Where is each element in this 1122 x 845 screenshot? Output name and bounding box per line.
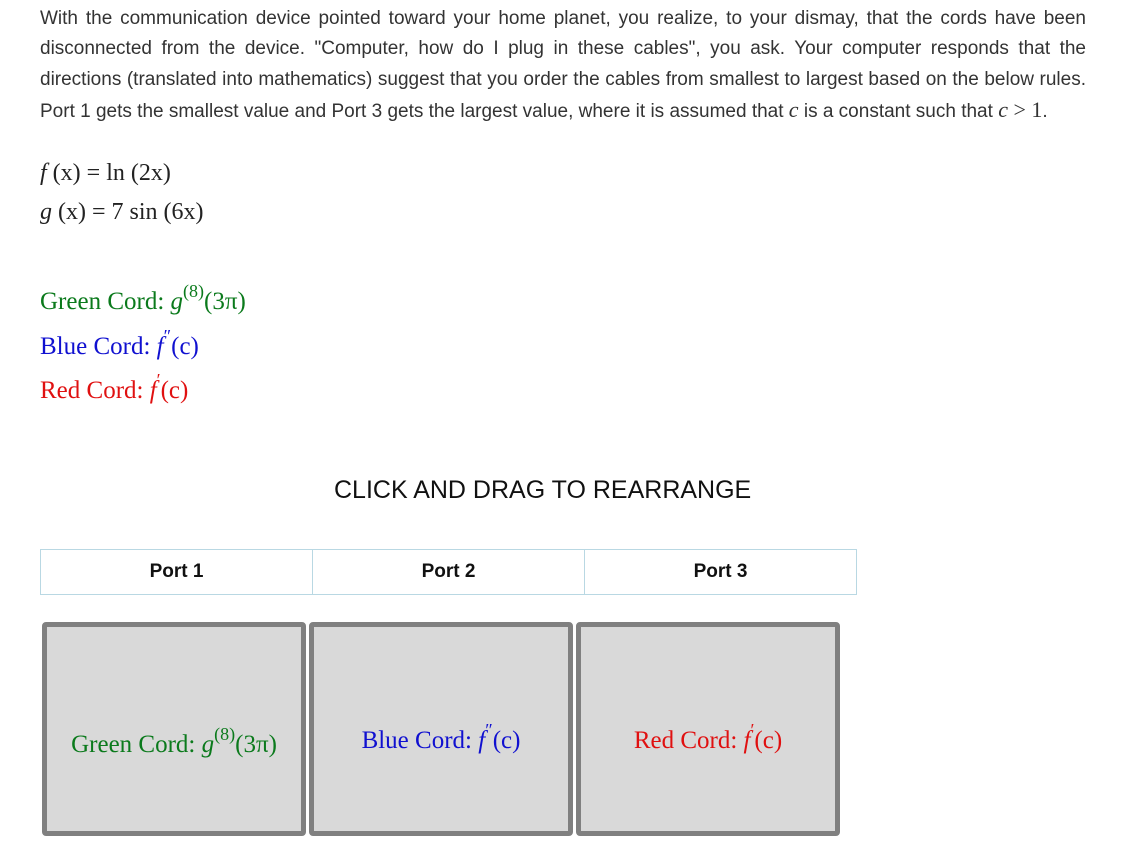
tile-label: Blue Cord: f″(c)	[314, 721, 568, 755]
port-header-table: Port 1 Port 2 Port 3	[40, 549, 857, 595]
tile-label-arg: (c)	[754, 727, 783, 754]
tile-label: Red Cord: f′(c)	[581, 721, 835, 755]
port-1-header: Port 1	[40, 549, 313, 595]
green-cord-fn: g	[170, 288, 184, 315]
tile-label-fn: f	[743, 727, 751, 754]
green-cord-label: Green Cord:	[40, 288, 171, 315]
problem-text: With the communication device pointed to…	[40, 8, 1086, 123]
tile-label-text: Green Cord:	[71, 731, 202, 758]
draggable-tile-green-cord[interactable]: Green Cord: g(8)(3π)	[42, 622, 306, 836]
blue-cord-label: Blue Cord:	[40, 333, 157, 360]
problem-text-middle: is a constant such that	[798, 101, 999, 123]
red-cord-fn: f	[149, 377, 157, 404]
tile-label: Green Cord: g(8)(3π)	[47, 725, 301, 759]
blue-cord-definition: Blue Cord: f″(c)	[40, 327, 199, 361]
tile-label-text: Red Cord:	[633, 727, 744, 754]
drag-instruction: CLICK AND DRAG TO REARRANGE	[334, 476, 752, 504]
tile-label-order: ′	[750, 719, 755, 740]
blue-cord-order: ″	[163, 325, 172, 346]
red-cord-arg: (c)	[160, 377, 189, 404]
equation-g-body: (x) = 7 sin (6x)	[52, 199, 204, 225]
equation-f-body: (x) = ln (2x)	[46, 160, 171, 186]
tile-label-fn: f	[478, 727, 486, 754]
draggable-tile-red-cord[interactable]: Red Cord: f′(c)	[576, 622, 840, 836]
equation-g: g (x) = 7 sin (6x)	[40, 199, 204, 226]
green-cord-definition: Green Cord: g(8)(3π)	[40, 282, 246, 316]
problem-statement: With the communication device pointed to…	[40, 4, 1086, 128]
tile-label-order: (8)	[214, 723, 236, 744]
tile-label-arg: (3π)	[235, 731, 277, 758]
tile-label-fn: g	[201, 731, 215, 758]
tile-label-order: ″	[485, 719, 493, 740]
problem-text-end: .	[1042, 101, 1048, 123]
equation-f: f (x) = ln (2x)	[40, 160, 171, 187]
red-cord-definition: Red Cord: f′(c)	[40, 371, 189, 405]
port-3-header: Port 3	[584, 549, 857, 595]
blue-cord-arg: (c)	[171, 333, 199, 360]
draggable-tile-blue-cord[interactable]: Blue Cord: f″(c)	[309, 622, 573, 836]
port-2-header: Port 2	[312, 549, 585, 595]
math-condition-var: c	[998, 97, 1008, 123]
math-condition: > 1	[1007, 97, 1043, 123]
red-cord-order: ′	[156, 369, 161, 390]
math-var-c: c	[788, 97, 799, 123]
green-cord-order: (8)	[183, 280, 205, 301]
tile-label-text: Blue Cord:	[361, 727, 479, 754]
red-cord-label: Red Cord:	[40, 377, 150, 404]
green-cord-arg: (3π)	[204, 288, 246, 315]
equation-g-name: g	[40, 199, 52, 225]
blue-cord-fn: f	[156, 333, 164, 360]
tile-label-arg: (c)	[492, 727, 521, 754]
equation-f-name: f	[40, 160, 47, 186]
